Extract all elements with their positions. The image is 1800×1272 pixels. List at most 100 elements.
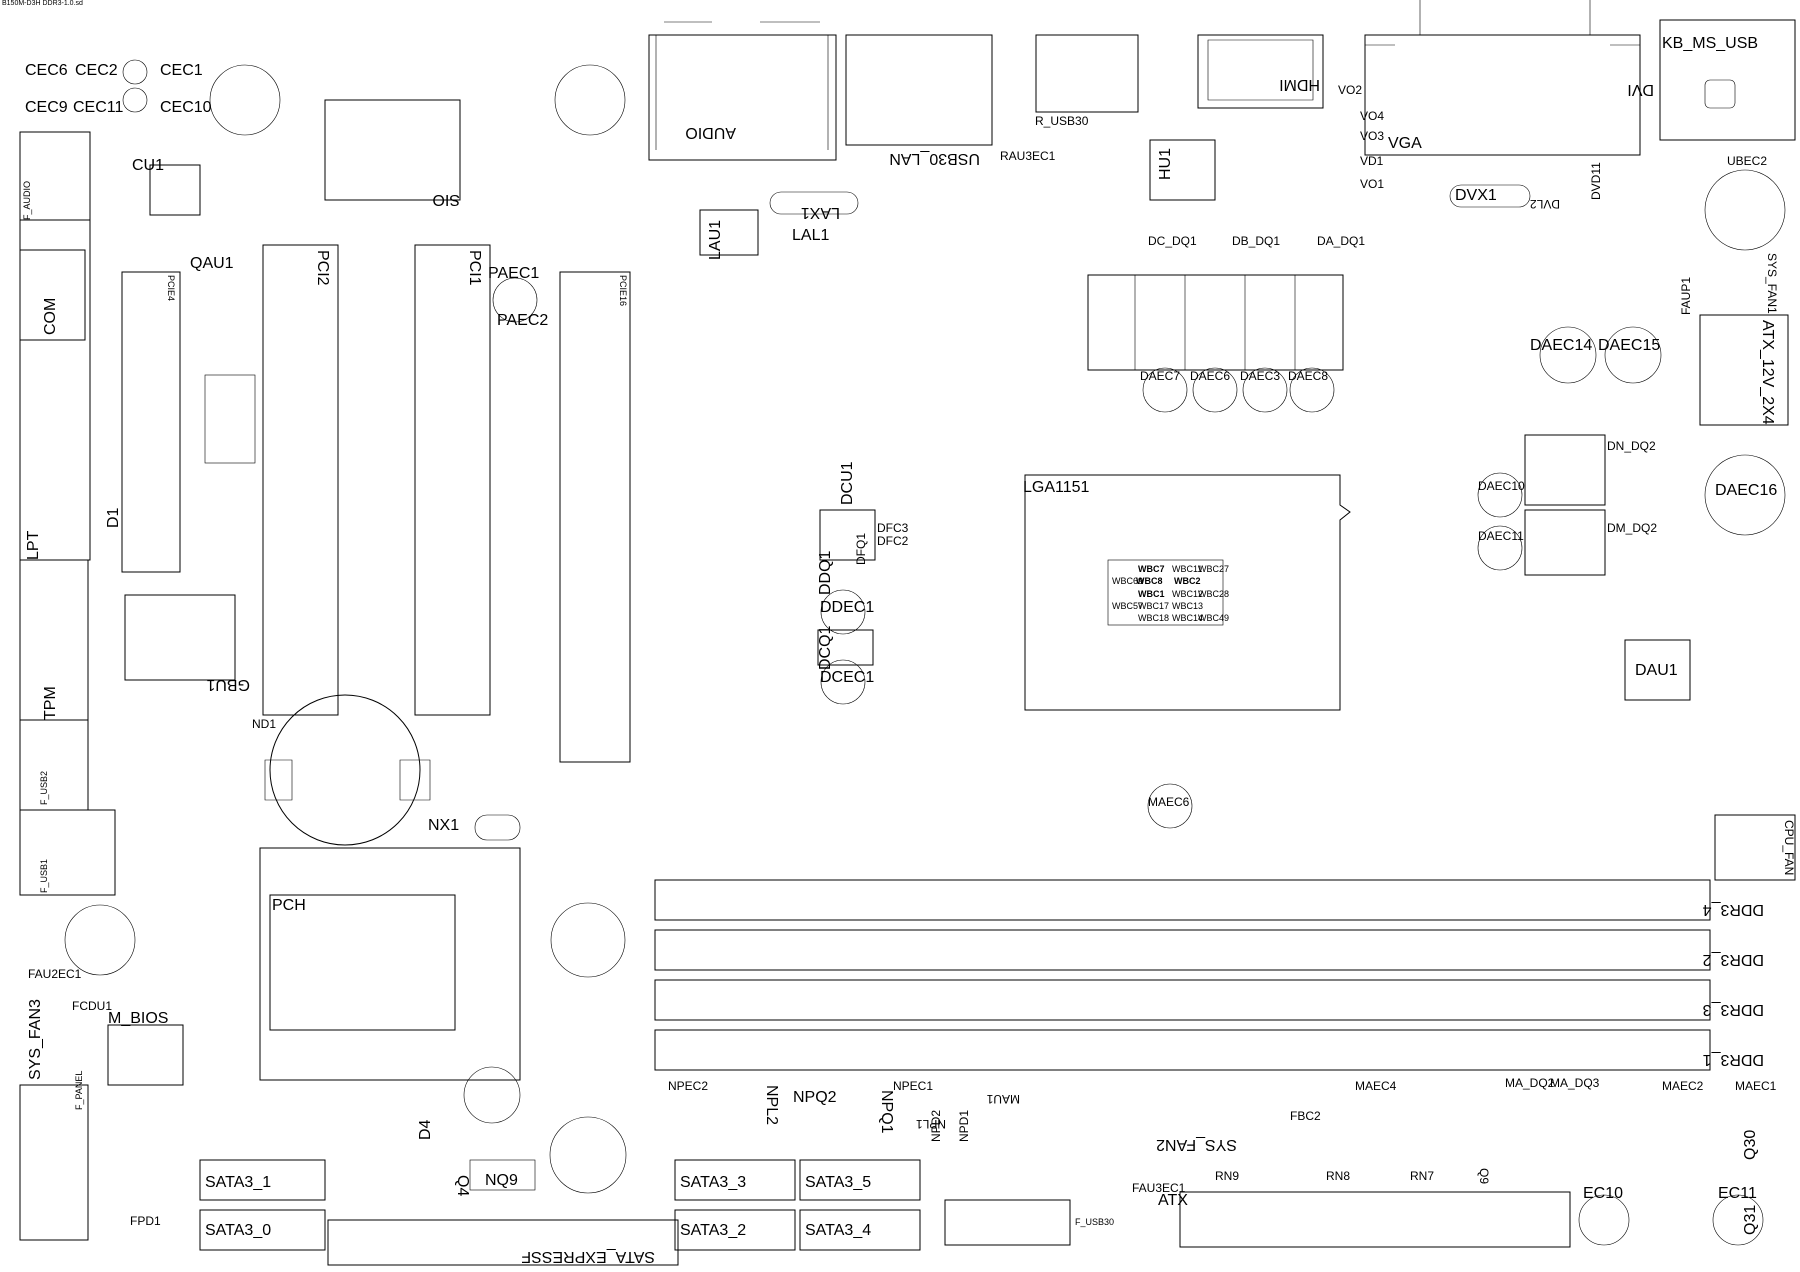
wbc13-label: WBC13 — [1172, 601, 1204, 611]
daec14-label: DAEC14 — [1530, 337, 1592, 354]
pcie4-slot — [121, 271, 181, 573]
daec3-label: DAEC3 — [1240, 369, 1280, 383]
lax1-crystal — [769, 191, 859, 215]
pci2-slot — [262, 244, 339, 716]
dau1-chip — [1624, 639, 1691, 701]
audio-label: AUDIO — [685, 124, 736, 141]
hdmi-connector-inner — [1207, 39, 1314, 101]
qau1-label: QAU1 — [190, 255, 234, 272]
pch-outline — [259, 847, 521, 1081]
com-header — [19, 249, 86, 341]
dm-dq2-label: DM_DQ2 — [1607, 521, 1657, 535]
dcq1-label: DCQ1 — [817, 625, 834, 670]
wbc69-label: WBC69 — [1112, 576, 1144, 586]
gbu1-label: GBU1 — [206, 676, 250, 693]
com-lpt-outline — [19, 219, 91, 561]
db-dq1-label: DB_DQ1 — [1232, 234, 1280, 248]
dm-dq2-component — [1524, 509, 1606, 576]
cec1-label: CEC1 — [160, 62, 203, 79]
fbc2-label: FBC2 — [1290, 1109, 1321, 1123]
fau3ec1-label: FAU3EC1 — [1132, 1181, 1186, 1195]
dau1-label: DAU1 — [1635, 662, 1678, 679]
sata-ports: SATA3_1 SATA3_0 SATA_EXPRESSF SATA3_3 SA… — [199, 1159, 921, 1266]
sata3-4-label: SATA3_4 — [805, 1222, 871, 1239]
atx-label: ATX — [1158, 1192, 1188, 1209]
f-panel-header — [19, 1084, 89, 1241]
f-usb1-header — [19, 809, 116, 896]
maec2-label: MAEC2 — [1662, 1079, 1704, 1093]
cec2-label: CEC2 — [75, 62, 118, 79]
q9-label: Q9 — [1477, 1168, 1491, 1184]
wbc27-label: WBC27 — [1198, 564, 1230, 574]
ec10-label: EC10 — [1583, 1185, 1623, 1202]
lax1-label: LAX1 — [801, 204, 840, 221]
sata-express-port — [327, 1219, 679, 1266]
sys-fan2-label: SYS_FAN2 — [1156, 1136, 1237, 1153]
dcec1-label: DCEC1 — [820, 669, 874, 686]
cu1-chip — [149, 164, 201, 216]
sata3-0-label: SATA3_0 — [205, 1222, 271, 1239]
dc-dq1-label: DC_DQ1 — [1148, 234, 1197, 248]
kb-ms-usb-connector — [1659, 19, 1796, 141]
nq9-chip — [469, 1159, 536, 1191]
ddr3-4-slot — [654, 879, 1711, 921]
wbc28-label: WBC28 — [1198, 589, 1230, 599]
vo2-label: VO2 — [1338, 83, 1362, 97]
r-usb30-connector — [1035, 34, 1139, 113]
vrm-choke-divider — [1134, 275, 1296, 370]
m-bios-chip — [107, 1024, 184, 1086]
faup1-label: FAUP1 — [1679, 277, 1693, 315]
npec2-label: NPEC2 — [668, 1079, 708, 1093]
dfq1-label: DFQ1 — [854, 533, 868, 565]
dfq1-component — [819, 509, 876, 561]
kb-ms-usb-label: KB_MS_USB — [1662, 35, 1758, 52]
wbc14-label: WBC14 — [1172, 613, 1204, 623]
ddr3-3-slot — [654, 979, 1711, 1021]
pci2-label: PCI2 — [314, 250, 331, 286]
q30-label: Q30 — [1742, 1130, 1759, 1160]
fpd1-label: FPD1 — [130, 1214, 161, 1228]
ddec1-cap — [820, 589, 866, 635]
f-usb2-header — [19, 719, 89, 811]
battery-holder — [269, 694, 421, 846]
ddr3-2-slot — [654, 929, 1711, 971]
sata3-5-label: SATA3_5 — [805, 1174, 871, 1191]
cec9-label: CEC9 — [25, 99, 68, 116]
tpm-label: TPM — [42, 686, 59, 720]
dvx1-crystal — [1449, 184, 1531, 208]
sata3-1-port — [199, 1159, 326, 1201]
d1-label: D1 — [105, 507, 122, 528]
vo1-label: VO1 — [1360, 177, 1384, 191]
cec11-label: CEC11 — [73, 99, 123, 116]
sys-fan1-label: SYS_FAN1 — [1765, 253, 1779, 314]
ddr3-1-slot — [654, 1029, 1711, 1071]
paec2-label: PAEC2 — [497, 312, 548, 329]
d4-label: D4 — [417, 1119, 434, 1140]
mau1-label: MAU1 — [986, 1092, 1020, 1106]
ec11-label: EC11 — [1718, 1185, 1757, 1202]
dn-dq2-label: DN_DQ2 — [1607, 439, 1656, 453]
gbu1-chip — [124, 594, 236, 681]
mounting-hole — [554, 64, 626, 136]
sata3-5-port — [799, 1159, 921, 1201]
pcie16-slot — [559, 271, 631, 763]
lga1151-label: LGA1151 — [1023, 479, 1090, 496]
fau2ec1-label: FAU2EC1 — [28, 967, 82, 981]
daec15-label: DAEC15 — [1598, 337, 1660, 354]
pci1-slot — [414, 244, 491, 716]
rn7-label: RN7 — [1410, 1169, 1434, 1183]
ddr3-slots: DDR3_4 DDR3_2 DDR3_3 DDR3_1 — [654, 879, 1764, 1071]
pcie4-label: PCIE4 — [166, 275, 176, 301]
sata3-3-port — [674, 1159, 796, 1201]
daec16-label: DAEC16 — [1715, 482, 1777, 499]
npq2-label: NPQ2 — [793, 1089, 837, 1106]
dcu1-label: DCU1 — [839, 461, 856, 505]
dvl2-label: DVL2 — [1530, 197, 1560, 211]
cpu-fan-header — [1714, 814, 1796, 881]
ddr3-4-label: DDR3_4 — [1703, 901, 1764, 918]
da-dq1-label: DA_DQ1 — [1317, 234, 1365, 248]
ddr3-2-label: DDR3_2 — [1703, 951, 1764, 968]
paec2-cap — [492, 277, 538, 323]
daec7-label: DAEC7 — [1140, 369, 1180, 383]
